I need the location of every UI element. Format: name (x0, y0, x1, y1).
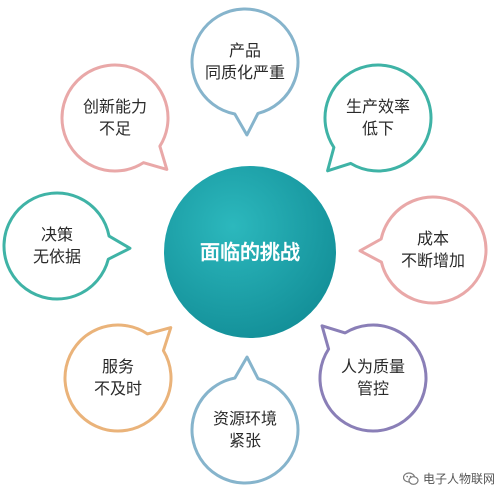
bubble-line: 管控 (356, 379, 390, 398)
speech-bubble-top (190, 7, 300, 137)
bubble-line: 创新能力 (82, 97, 148, 116)
bubble-line: 人为质量 (340, 357, 406, 376)
bubble-line: 生产效率 (345, 97, 411, 116)
speech-bubble-bottom-right (318, 323, 428, 433)
bubble-label-bottom-left: 服务不及时 (94, 356, 142, 400)
wechat-icon (402, 471, 419, 485)
bubble-line: 不及时 (93, 379, 143, 398)
center-circle (164, 166, 336, 338)
bubble-line: 产品 (228, 41, 262, 60)
bubble-label-right: 成本不断增加 (401, 228, 465, 272)
watermark-label: 电子人物联网 (422, 472, 495, 486)
bubble-label-top-right: 生产效率低下 (346, 96, 410, 140)
bubble-line: 成本 (416, 229, 450, 248)
bubble-line: 紧张 (228, 431, 262, 450)
bubble-label-top-left: 创新能力不足 (83, 96, 147, 140)
watermark: 电子人物联网 (402, 470, 495, 487)
bubble-label-bottom: 资源环境紧张 (213, 408, 277, 452)
bubble-line: 决策 (40, 225, 74, 244)
speech-bubble-bottom (190, 355, 300, 485)
bubble-line: 低下 (361, 119, 395, 138)
bubble-label-bottom-right: 人为质量管控 (341, 356, 405, 400)
speech-bubble-left (2, 191, 132, 301)
bubble-line: 不足 (98, 119, 132, 138)
speech-bubble-bottom-left (63, 323, 173, 433)
bubble-line: 不断增加 (400, 251, 466, 270)
speech-bubble-top-left (60, 63, 170, 173)
bubble-label-left: 决策无依据 (33, 224, 81, 268)
speech-bubble-right (358, 195, 488, 305)
bubble-line: 资源环境 (212, 409, 278, 428)
center-label: 面临的挑战 (200, 240, 300, 264)
bubble-line: 服务 (101, 357, 135, 376)
bubble-line: 同质化严重 (204, 63, 286, 82)
bubble-line: 无依据 (32, 247, 82, 266)
bubble-label-top: 产品同质化严重 (205, 40, 285, 84)
speech-bubble-top-right (323, 63, 433, 173)
